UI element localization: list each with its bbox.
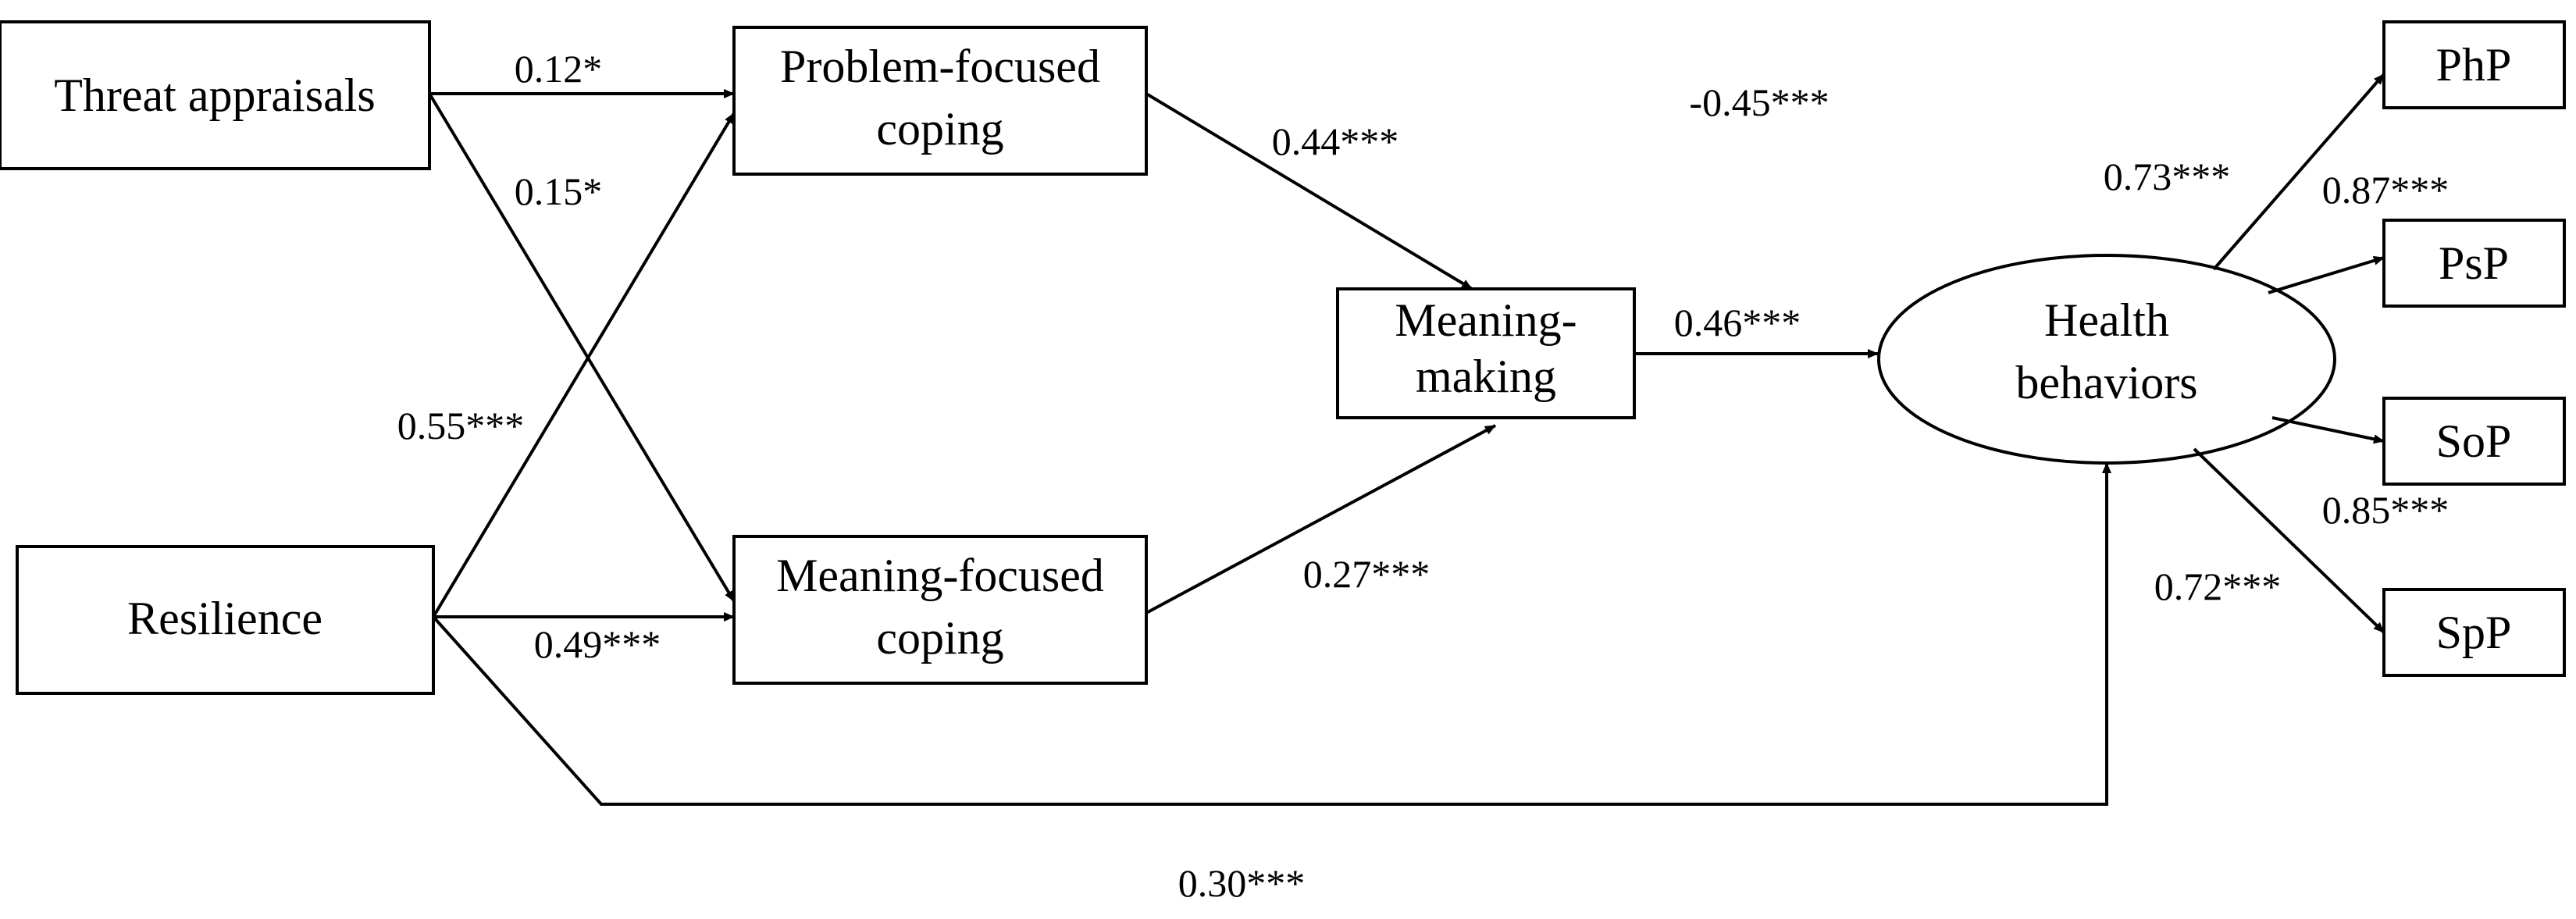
coef-threat-to-mfc: 0.15*	[515, 169, 603, 213]
path-hb-to-php	[2212, 73, 2385, 271]
coef-hb-to-php: 0.73***	[2104, 155, 2231, 198]
coef-covariance: -0.45***	[1689, 80, 1829, 124]
coef-hb-to-psp: 0.87***	[2322, 168, 2450, 212]
resilience-label: Resilience	[127, 593, 322, 644]
path-hb-to-sop	[2271, 416, 2385, 444]
meaning-focused-coping-label-line1: Meaning-focused	[776, 550, 1104, 601]
coef-resilience-to-hb: 0.30***	[1178, 861, 1306, 905]
problem-focused-coping-label-line1: Problem-focused	[780, 41, 1100, 92]
meaning-focused-coping-box	[732, 535, 1148, 685]
resilience-box	[16, 545, 435, 695]
meaning-making-label-line1: Meaning-	[1395, 294, 1577, 346]
health-behaviors-label-line2: behaviors	[2015, 357, 2197, 408]
meaning-focused-coping-label-line2: coping	[876, 612, 1003, 664]
php-box	[2382, 20, 2566, 109]
path-hb-to-psp	[2268, 256, 2385, 294]
path-pfc-to-mm	[1145, 92, 1473, 290]
threat-appraisals-label: Threat appraisals	[54, 69, 375, 121]
problem-focused-coping-box	[732, 26, 1148, 176]
coef-threat-to-pfc: 0.12*	[515, 47, 603, 91]
coef-mm-to-hb: 0.46***	[1674, 301, 1801, 344]
psp-label: PsP	[2439, 237, 2509, 289]
path-hb-to-spp	[2193, 447, 2385, 634]
path-threat-to-mfc	[428, 92, 736, 603]
health-behaviors-label-line1: Health	[2044, 294, 2169, 346]
psp-box	[2382, 219, 2566, 308]
sop-label: SoP	[2436, 415, 2512, 467]
coef-hb-to-spp: 0.72***	[2154, 565, 2282, 608]
meaning-making-label-line2: making	[1416, 351, 1556, 402]
coef-resilience-to-pfc: 0.55***	[397, 404, 525, 447]
coef-pfc-to-mm: 0.44***	[1272, 119, 1399, 163]
php-label: PhP	[2436, 39, 2512, 91]
coef-resilience-to-mfc: 0.49***	[534, 622, 661, 666]
meaning-making-box	[1336, 287, 1636, 419]
coef-mfc-to-mm: 0.27***	[1303, 552, 1431, 596]
threat-appraisals-box	[0, 20, 431, 170]
problem-focused-coping-label-line2: coping	[876, 103, 1003, 155]
coef-hb-to-sop: 0.85***	[2322, 488, 2450, 532]
path-resilience-to-hb	[432, 462, 2111, 806]
spp-box	[2382, 588, 2566, 677]
spp-label: SpP	[2436, 607, 2512, 658]
path-resilience-to-pfc	[432, 112, 736, 618]
path-mfc-to-mm	[1145, 424, 1496, 614]
sop-box	[2382, 397, 2566, 486]
